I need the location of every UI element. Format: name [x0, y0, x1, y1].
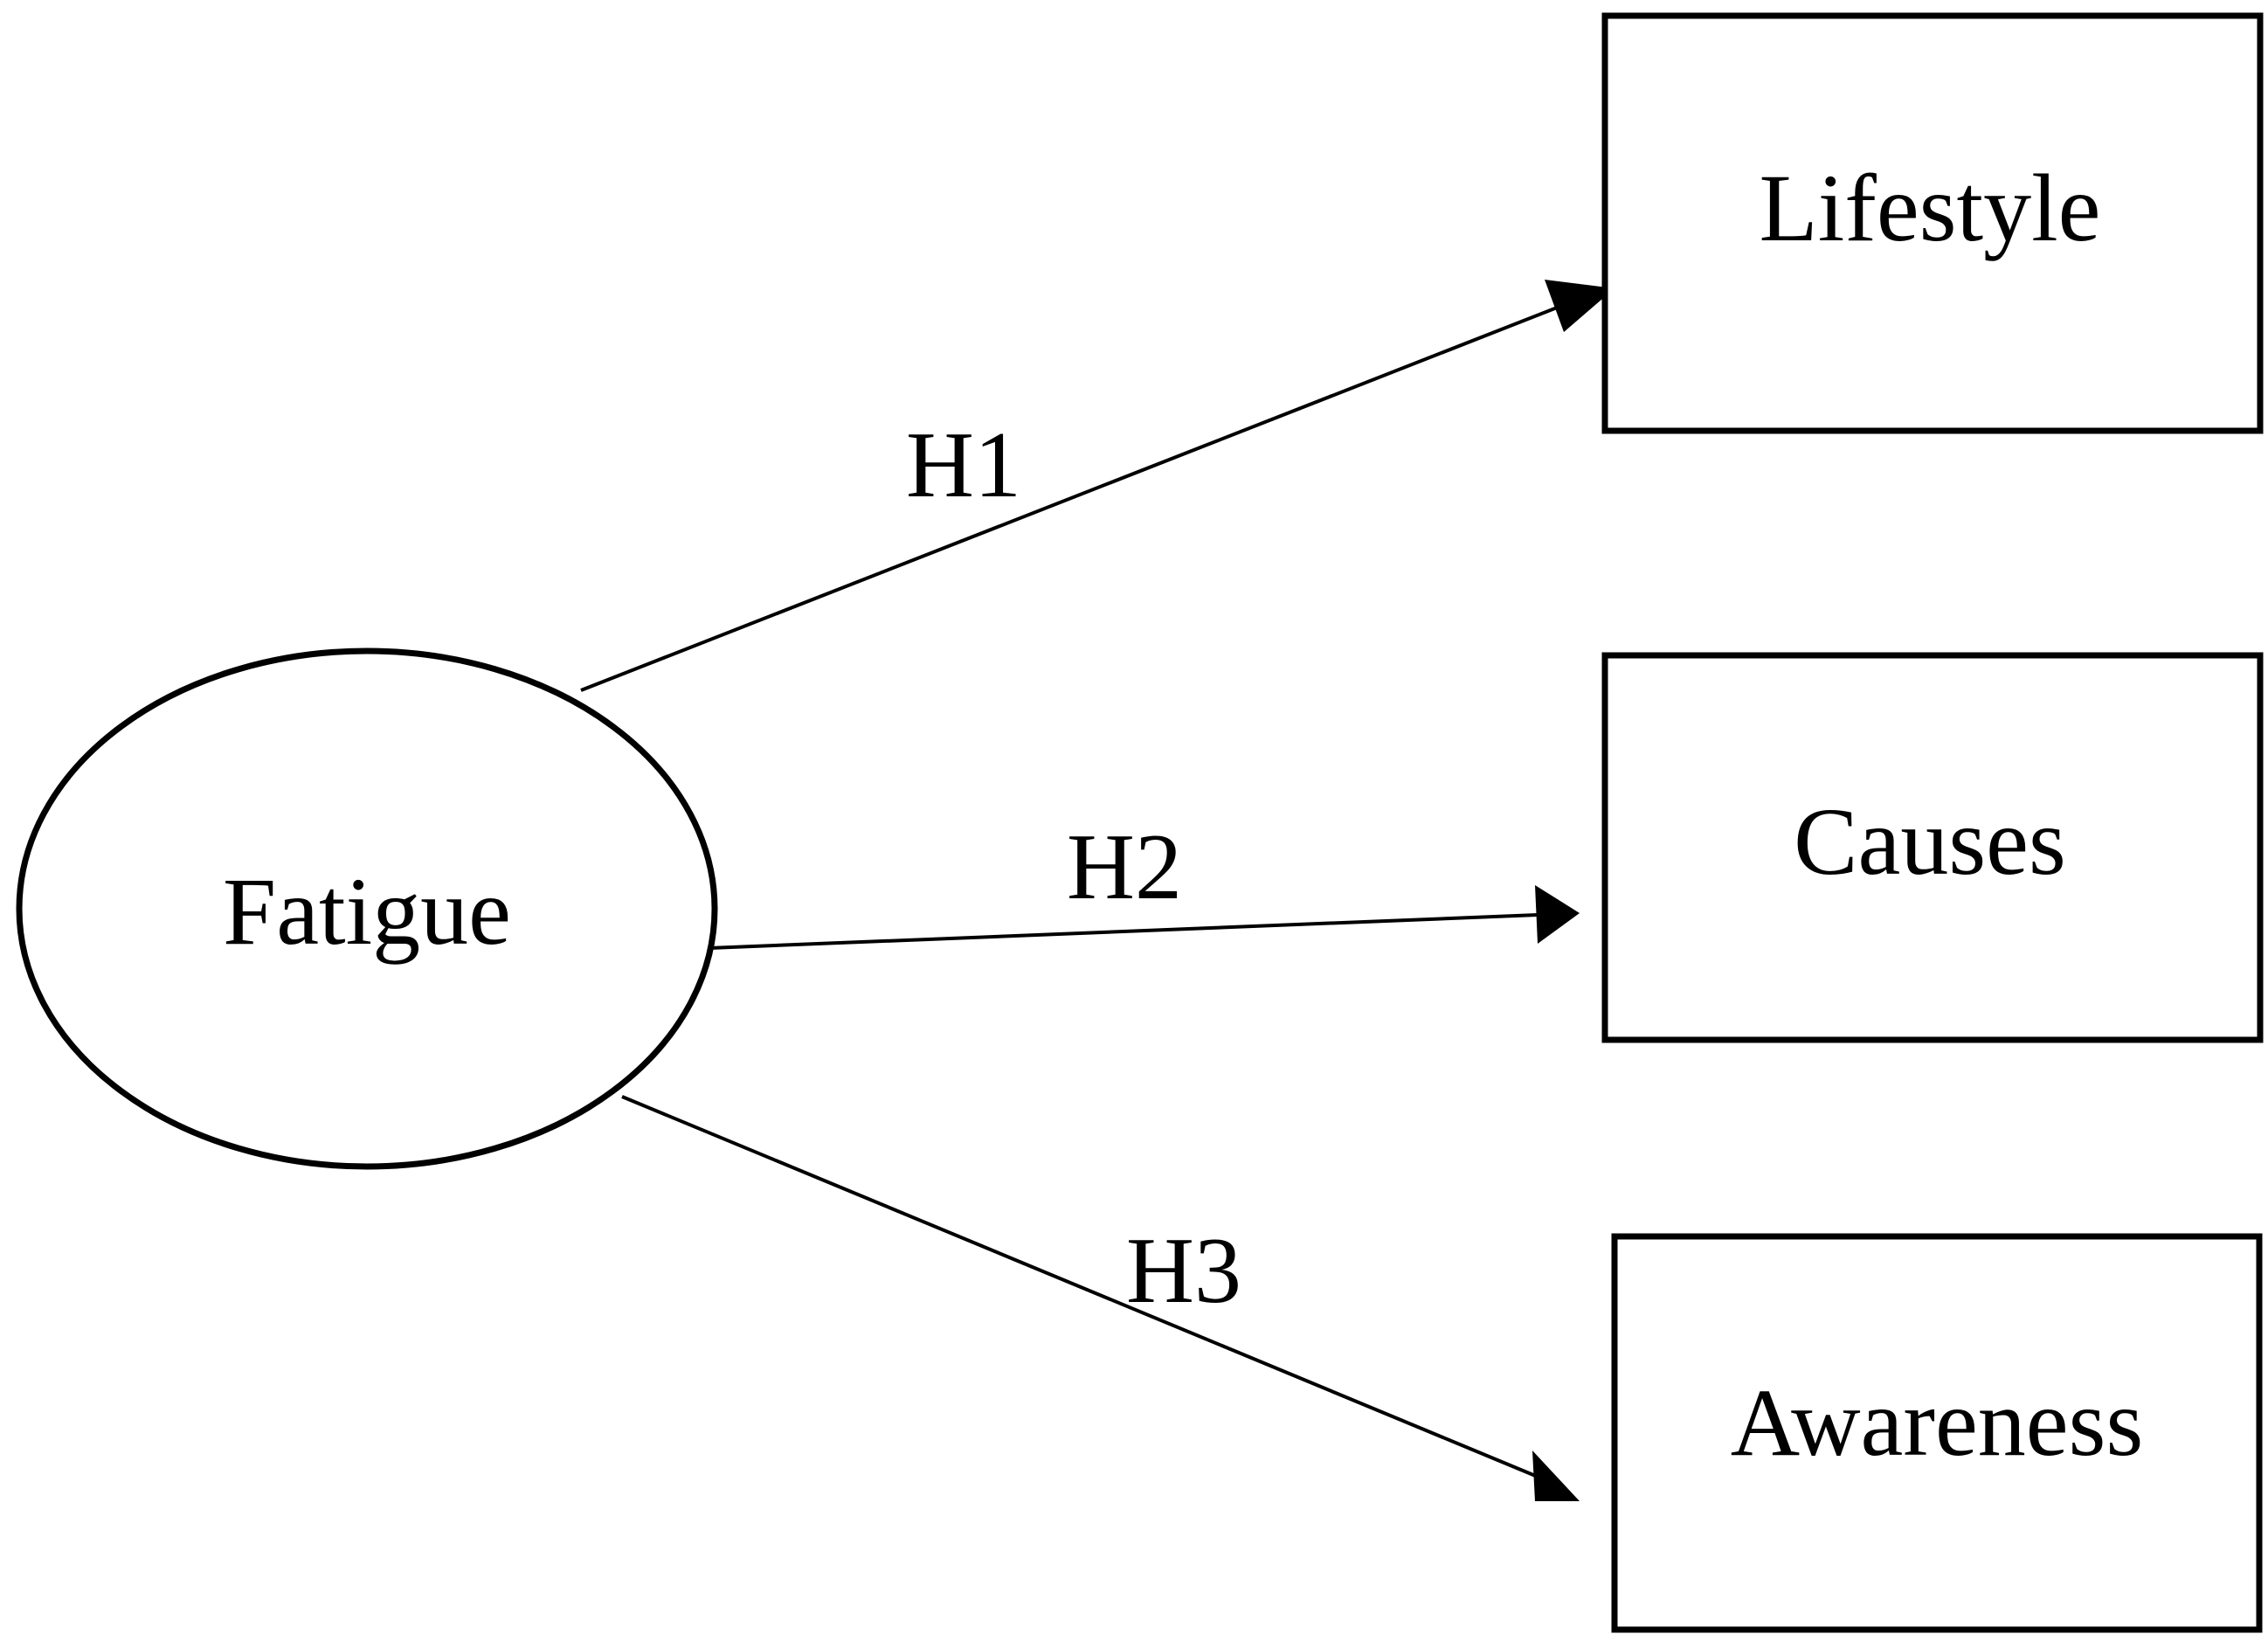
edge-h3-label: H3	[1126, 1219, 1241, 1323]
fatigue-label: Fatigue	[223, 858, 511, 965]
edge-h3-line	[621, 1095, 1539, 1478]
lifestyle-label: Lifestyle	[1760, 155, 2101, 261]
edge-h3	[621, 1095, 1580, 1501]
node-awareness: Awareness	[1611, 1233, 2263, 1633]
edge-h1-arrowhead	[1545, 280, 1615, 332]
edge-h1	[580, 280, 1615, 692]
causes-box	[1601, 652, 2264, 1043]
edge-h2-line	[709, 913, 1539, 950]
awareness-label: Awareness	[1731, 1369, 2144, 1476]
edge-h3-arrowhead	[1532, 1451, 1580, 1501]
edge-h1-label: H1	[906, 413, 1021, 517]
node-lifestyle: Lifestyle	[1601, 12, 2264, 434]
awareness-box	[1611, 1233, 2263, 1633]
fatigue-ellipse	[16, 647, 718, 1170]
edge-h2-arrowhead	[1535, 885, 1580, 944]
edge-h1-line	[580, 300, 1573, 692]
edge-h2-label: H2	[1067, 815, 1182, 919]
node-fatigue: Fatigue	[16, 647, 718, 1170]
causes-label: Causes	[1794, 788, 2066, 895]
node-causes: Causes	[1601, 652, 2264, 1043]
edge-h2	[709, 885, 1580, 950]
lifestyle-box	[1601, 12, 2264, 434]
